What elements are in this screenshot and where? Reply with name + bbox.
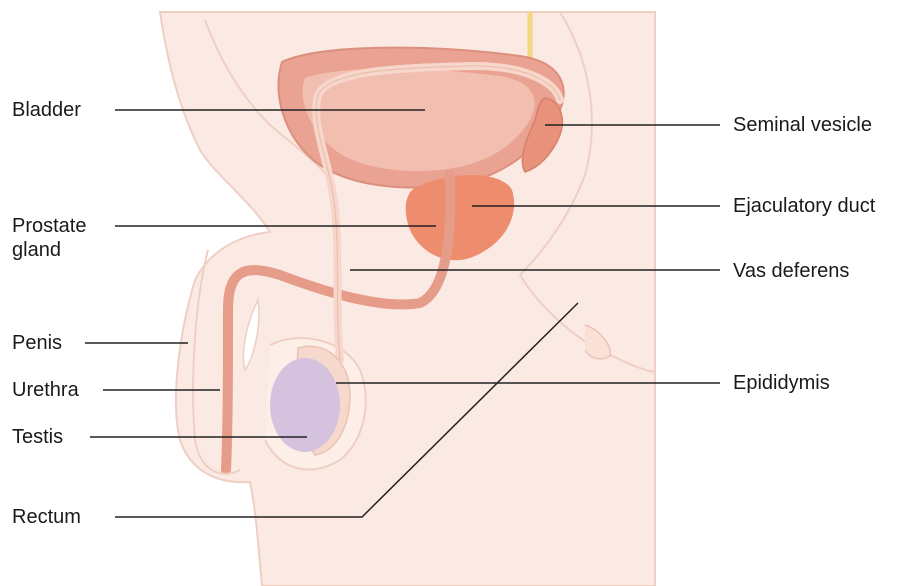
label-vas-deferens: Vas deferens: [733, 260, 849, 282]
label-prostate-line1: Prostate: [12, 215, 86, 237]
label-penis: Penis: [12, 332, 62, 354]
label-epididymis: Epididymis: [733, 372, 830, 394]
label-testis: Testis: [12, 426, 63, 448]
label-bladder: Bladder: [12, 99, 81, 121]
label-urethra: Urethra: [12, 379, 80, 401]
label-ejaculatory-duct: Ejaculatory duct: [733, 195, 876, 217]
label-rectum: Rectum: [12, 506, 81, 528]
testis-shape: [270, 358, 340, 452]
label-prostate-line2: gland: [12, 239, 61, 261]
label-seminal-vesicle: Seminal vesicle: [733, 114, 872, 136]
